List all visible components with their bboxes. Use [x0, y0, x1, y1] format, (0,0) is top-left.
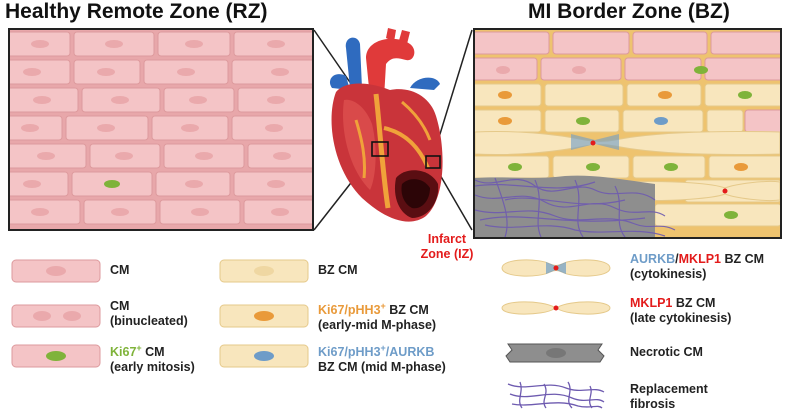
legend-fibrosis-line1: Replacement — [630, 382, 708, 396]
legend-cytokinesis-icon — [501, 259, 611, 277]
legend-fibrosis-line2: fibrosis — [630, 397, 676, 411]
legend-mid-aurkb: /AURKB — [385, 345, 435, 360]
legend-cyto-stage: (cytokinesis) — [630, 267, 707, 281]
legend-ki67-label: Ki67+ CM (early mitosis) — [110, 341, 195, 375]
legend-cytokinesis-label: AURKB/MKLP1 BZ CM (cytokinesis) — [630, 252, 764, 282]
legend-mid-stage: BZ CM (mid M-phase) — [318, 360, 446, 375]
legend-fibrosis-icon — [507, 381, 605, 409]
legend-early-label: Ki67/pHH3+ BZ CM (early-mid M-phase) — [318, 299, 436, 333]
legend-cm-icon — [11, 259, 101, 283]
legend-ki67-sup: + — [136, 343, 142, 353]
border-zone-panel — [473, 28, 782, 239]
legend-necrotic-icon — [505, 343, 605, 363]
infarct-line-1: Infarct — [427, 232, 467, 246]
legend-late-stage: (late cytokinesis) — [630, 311, 732, 325]
legend-fibrosis-label: Replacement fibrosis — [630, 382, 708, 412]
legend-binucleated-line1: CM — [110, 299, 130, 313]
remote-zone-panel — [8, 28, 314, 231]
legend-mid-sup: + — [380, 343, 386, 353]
infarct-zone-label: Infarct Zone (IZ) — [412, 232, 482, 262]
ki67-nucleus — [104, 180, 120, 188]
legend-late-icon — [501, 301, 611, 315]
legend-bzcm-icon — [219, 259, 309, 283]
heart-illustration — [313, 28, 473, 231]
legend-necrotic-label: Necrotic CM — [630, 345, 703, 359]
infarct-line-2: Zone (IZ) — [420, 247, 474, 261]
legend-late-label: MKLP1 BZ CM (late cytokinesis) — [630, 296, 731, 326]
legend-cm-label: CM — [110, 263, 130, 277]
remote-zone-tissue — [10, 31, 312, 225]
legend-ki67-cm: CM — [141, 345, 165, 360]
legend-late-cm: BZ CM — [672, 296, 716, 310]
border-zone-title: MI Border Zone (BZ) — [528, 0, 730, 23]
border-zone-tissue — [475, 31, 780, 237]
legend-late-mklp1: MKLP1 — [630, 296, 673, 310]
legend-ki67-marker: Ki67 — [110, 345, 137, 360]
legend-early-stage: (early-mid M-phase) — [318, 318, 437, 333]
legend-binucleated-label: CM (binucleated) — [110, 299, 188, 329]
remote-zone-title: Healthy Remote Zone (RZ) — [5, 0, 268, 23]
legend-cyto-mklp1: MKLP1 — [678, 252, 721, 266]
legend-ki67-stage: (early mitosis) — [110, 360, 195, 375]
legend-early-marker: Ki67/pHH3 — [318, 303, 381, 318]
legend-early-sup: + — [380, 301, 386, 311]
legend-mid-marker: Ki67/pHH3 — [318, 345, 381, 360]
legend-binucleated-icon — [11, 304, 101, 328]
legend-binucleated-line2: (binucleated) — [110, 314, 188, 328]
legend-cyto-cm: BZ CM — [721, 252, 765, 266]
legend-bzcm-label: BZ CM — [318, 263, 358, 277]
legend-early-icon — [219, 304, 309, 328]
legend-early-cm: BZ CM — [385, 303, 429, 318]
legend-ki67-icon — [11, 344, 101, 368]
legend-cyto-slash: / — [675, 252, 679, 266]
legend-mid-icon — [219, 344, 309, 368]
legend-mid-label: Ki67/pHH3+/AURKB BZ CM (mid M-phase) — [318, 341, 446, 375]
legend-cyto-aurkb: AURKB — [630, 252, 676, 266]
